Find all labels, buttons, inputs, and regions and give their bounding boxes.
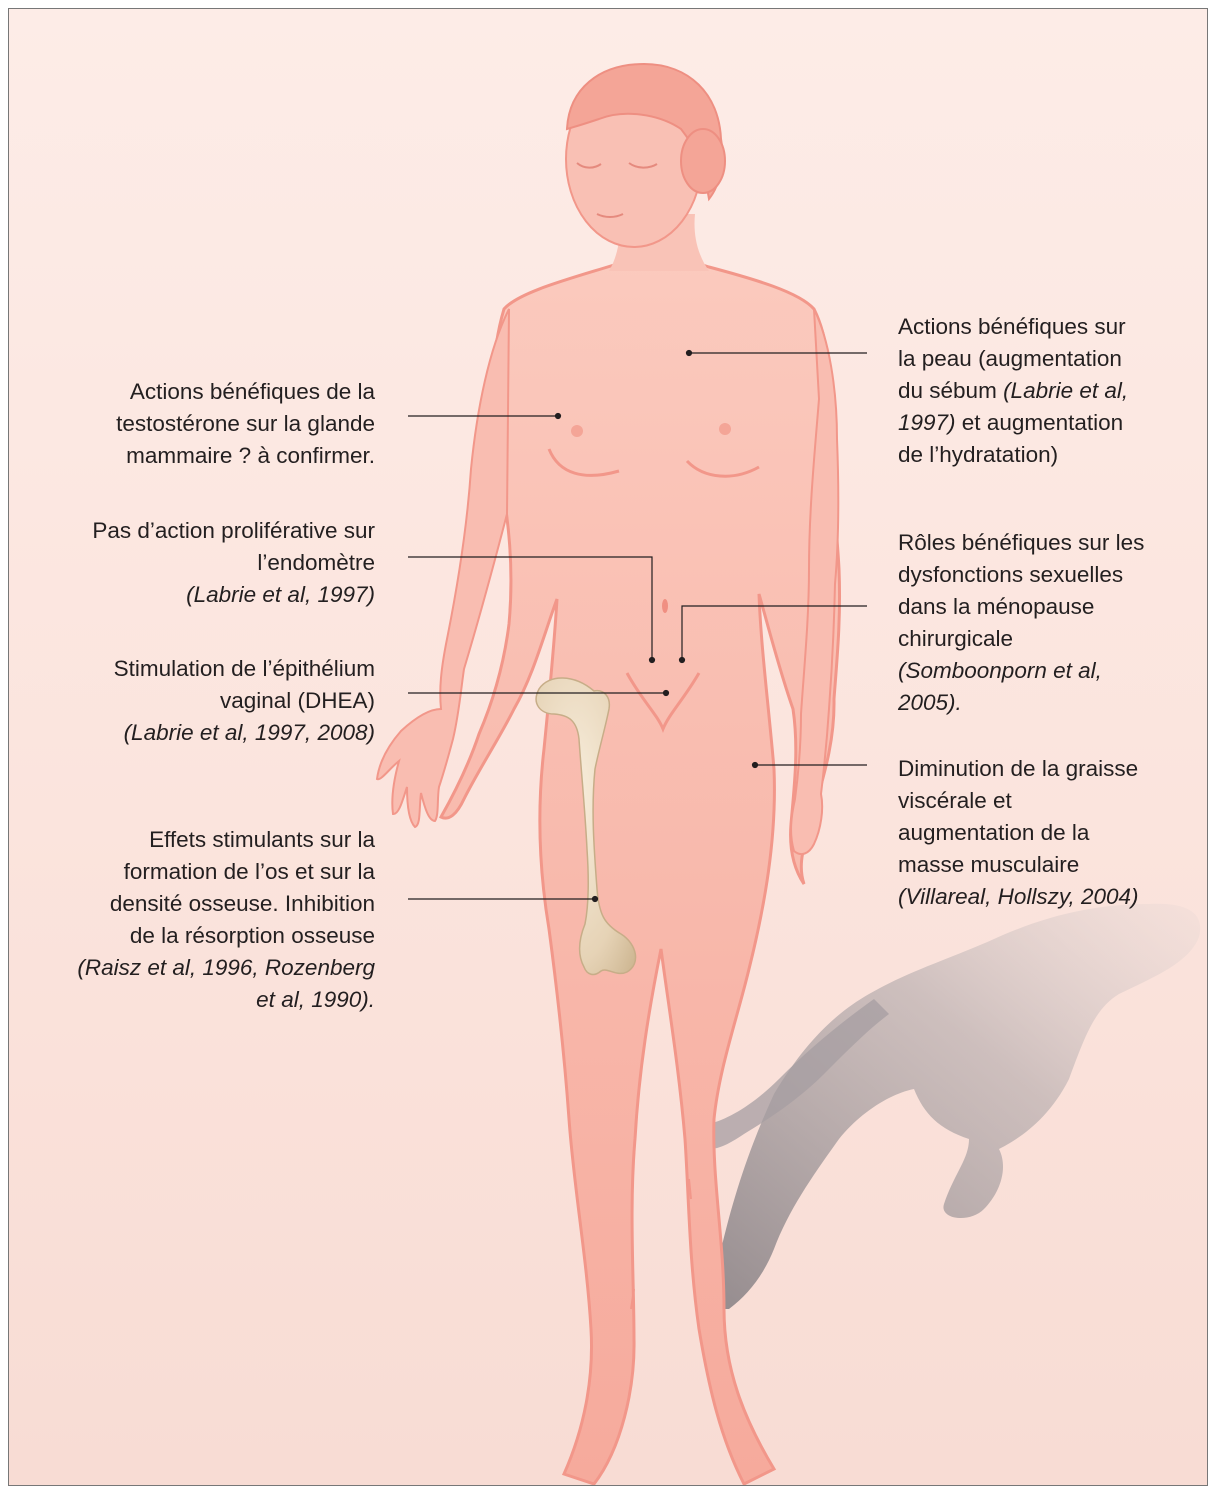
label-bone: Effets stimulants sur la formation de l’o… bbox=[77, 824, 375, 1016]
label-skin: Actions bénéfiques sur la peau (augmentat… bbox=[898, 311, 1128, 471]
label-text: Effets stimulants sur la bbox=[149, 827, 375, 852]
label-text: la peau (augmentation bbox=[898, 346, 1122, 371]
label-line: densité osseuse. Inhibition bbox=[77, 888, 375, 920]
label-line: Rôles bénéfiques sur les bbox=[898, 527, 1144, 559]
label-text: l’endomètre bbox=[257, 550, 375, 575]
label-line: du sébum (Labrie et al, bbox=[898, 375, 1128, 407]
body-shadow bbox=[695, 904, 1200, 1309]
label-line: Pas d’action proliférative sur bbox=[92, 515, 375, 547]
label-line: (Labrie et al, 1997, 2008) bbox=[114, 717, 375, 749]
label-line: 2005). bbox=[898, 687, 1144, 719]
label-text: du sébum bbox=[898, 378, 1003, 403]
label-text: Rôles bénéfiques sur les bbox=[898, 530, 1144, 555]
label-line: augmentation de la bbox=[898, 817, 1139, 849]
label-text: viscérale et bbox=[898, 788, 1012, 813]
illustration-frame: Actions bénéfiques de la testostérone sur… bbox=[8, 8, 1208, 1486]
label-text: de l’hydratation) bbox=[898, 442, 1058, 467]
citation-text: (Somboonporn et al, bbox=[898, 658, 1102, 683]
label-line: Actions bénéfiques sur bbox=[898, 311, 1128, 343]
label-line: de la résorption osseuse bbox=[77, 920, 375, 952]
label-text: dysfonctions sexuelles bbox=[898, 562, 1123, 587]
label-line: 1997) et augmentation bbox=[898, 407, 1128, 439]
label-endometrium: Pas d’action proliférative sur l’endomètr… bbox=[92, 515, 375, 611]
label-fat: Diminution de la graisse viscérale et augm… bbox=[898, 753, 1139, 913]
label-text: augmentation de la bbox=[898, 820, 1089, 845]
label-line: mammaire ? à confirmer. bbox=[116, 440, 375, 472]
citation-text: (Raisz et al, 1996, Rozenberg bbox=[77, 955, 375, 980]
label-vaginal: Stimulation de l’épithélium vaginal (DHEA… bbox=[114, 653, 375, 749]
label-line: Diminution de la graisse bbox=[898, 753, 1139, 785]
citation-text: (Labrie et al, 1997, 2008) bbox=[124, 720, 375, 745]
label-text: testostérone sur la glande bbox=[116, 411, 375, 436]
label-text: Stimulation de l’épithélium bbox=[114, 656, 375, 681]
label-text: formation de l’os et sur la bbox=[124, 859, 375, 884]
label-line: Stimulation de l’épithélium bbox=[114, 653, 375, 685]
citation-text: 2005). bbox=[898, 690, 962, 715]
label-line: testostérone sur la glande bbox=[116, 408, 375, 440]
label-line: de l’hydratation) bbox=[898, 439, 1128, 471]
label-text: chirurgicale bbox=[898, 626, 1013, 651]
label-line: et al, 1990). bbox=[77, 984, 375, 1016]
label-text: Actions bénéfiques de la bbox=[130, 379, 375, 404]
label-text: et augmentation bbox=[956, 410, 1124, 435]
citation-text: (Labrie et al, 1997) bbox=[186, 582, 375, 607]
label-sexual: Rôles bénéfiques sur les dysfonctions sex… bbox=[898, 527, 1144, 719]
label-line: (Somboonporn et al, bbox=[898, 655, 1144, 687]
citation-text: (Villareal, Hollszy, 2004) bbox=[898, 884, 1139, 909]
citation-text: (Labrie et al, bbox=[1003, 378, 1128, 403]
label-text: dans la ménopause bbox=[898, 594, 1094, 619]
label-text: vaginal (DHEA) bbox=[220, 688, 375, 713]
label-text: de la résorption osseuse bbox=[130, 923, 375, 948]
label-line: dysfonctions sexuelles bbox=[898, 559, 1144, 591]
label-line: Effets stimulants sur la bbox=[77, 824, 375, 856]
label-line: vaginal (DHEA) bbox=[114, 685, 375, 717]
citation-text: 1997) bbox=[898, 410, 956, 435]
label-line: chirurgicale bbox=[898, 623, 1144, 655]
label-line: dans la ménopause bbox=[898, 591, 1144, 623]
label-line: (Villareal, Hollszy, 2004) bbox=[898, 881, 1139, 913]
label-text: densité osseuse. Inhibition bbox=[110, 891, 375, 916]
label-text: masse musculaire bbox=[898, 852, 1079, 877]
label-line: l’endomètre bbox=[92, 547, 375, 579]
citation-text: et al, 1990). bbox=[256, 987, 375, 1012]
label-line: viscérale et bbox=[898, 785, 1139, 817]
label-line: (Raisz et al, 1996, Rozenberg bbox=[77, 952, 375, 984]
label-text: mammaire ? à confirmer. bbox=[126, 443, 375, 468]
label-line: Actions bénéfiques de la bbox=[116, 376, 375, 408]
label-text: Diminution de la graisse bbox=[898, 756, 1138, 781]
label-line: la peau (augmentation bbox=[898, 343, 1128, 375]
label-line: (Labrie et al, 1997) bbox=[92, 579, 375, 611]
woman-figure bbox=[377, 64, 840, 1484]
label-mammary: Actions bénéfiques de la testostérone sur… bbox=[116, 376, 375, 472]
label-line: formation de l’os et sur la bbox=[77, 856, 375, 888]
label-line: masse musculaire bbox=[898, 849, 1139, 881]
label-text: Actions bénéfiques sur bbox=[898, 314, 1126, 339]
label-text: Pas d’action proliférative sur bbox=[92, 518, 375, 543]
